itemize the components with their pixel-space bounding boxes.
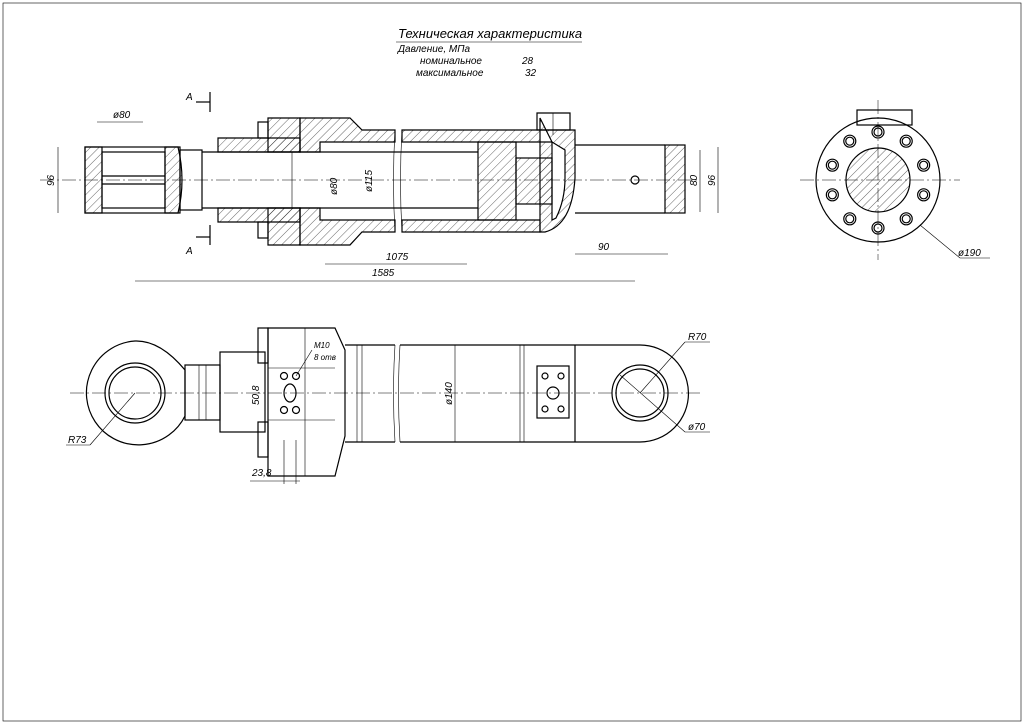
bolt-hole (871, 125, 885, 139)
technical-spec: Техническая характеристика Давление, МПа… (396, 26, 582, 79)
bolt-hole (873, 223, 883, 233)
bolt-hole (843, 212, 857, 226)
external-view: ø140 50,8 23,8 М10 8 отв R73 R70 ø70 (66, 327, 710, 484)
dim-end-eye-radius: R70 (688, 332, 707, 343)
spec-nominal-value: 28 (521, 56, 534, 67)
dim-rod-dia: ø80 (329, 177, 340, 195)
bolt-hole (827, 160, 837, 170)
dim-thread-count: 8 отв (314, 353, 336, 362)
bolt-hole (899, 134, 913, 148)
bolt-hole (843, 134, 857, 148)
spec-nominal-label: номинальное (420, 56, 482, 67)
end-view: ø190 (800, 100, 990, 260)
sectional-view: А А (40, 92, 700, 257)
dim-end-offset: 90 (598, 242, 610, 253)
spec-pressure: Давление, МПа (397, 44, 470, 55)
dim-tube-dia: ø140 (444, 382, 455, 405)
bolt-hole (845, 136, 855, 146)
bolt-hole (901, 214, 911, 224)
dim-thread: М10 (314, 341, 330, 350)
spec-title: Техническая характеристика (398, 26, 582, 41)
bolt-hole (873, 127, 883, 137)
dim-eye-dia: ø80 (113, 110, 131, 121)
dim-end-height-outer: 96 (707, 174, 718, 186)
dim-bore-dia: ø115 (364, 170, 375, 192)
bolt-hole (917, 188, 931, 202)
dim-length: 1585 (372, 268, 395, 279)
bolt-hole (871, 221, 885, 235)
bolt-hole (899, 212, 913, 226)
dim-end-eye-dia: ø70 (688, 422, 706, 433)
dim-end-height-inner: 80 (689, 174, 700, 186)
dim-port-offset: 23,8 (251, 468, 272, 479)
bolt-hole (919, 160, 929, 170)
spec-max-label: максимальное (416, 68, 484, 79)
bolt-hole (845, 214, 855, 224)
dim-flange-dia: ø190 (958, 248, 981, 259)
bolt-hole (825, 188, 839, 202)
section-label-top: А (185, 92, 193, 103)
bolt-hole (825, 158, 839, 172)
dim-port-spacing: 50,8 (251, 385, 262, 405)
dim-stroke: 1075 (386, 252, 409, 263)
section-label-bottom: А (185, 246, 193, 257)
bolt-hole (827, 190, 837, 200)
top-dimensions: ø80 96 ø80 ø115 1075 1585 90 80 96 (46, 110, 719, 282)
bolt-hole (901, 136, 911, 146)
dim-rod-eye-radius: R73 (68, 435, 87, 446)
dim-eye-height: 96 (46, 174, 57, 186)
bolt-hole (919, 190, 929, 200)
bolt-hole (917, 158, 931, 172)
spec-max-value: 32 (525, 68, 537, 79)
